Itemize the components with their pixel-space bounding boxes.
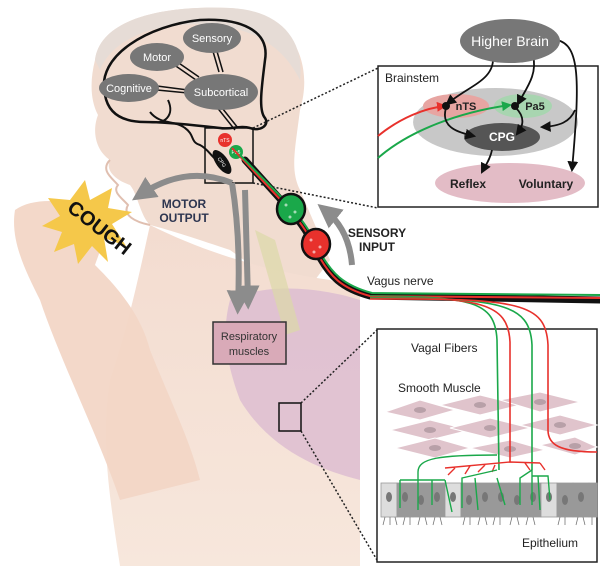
vagus-nerve-label: Vagus nerve (367, 274, 434, 288)
brain-outline (102, 18, 268, 131)
voluntary-label: Voluntary (519, 177, 574, 191)
sensory-input-indicator: SENSORY INPUT (317, 203, 406, 266)
subcortical-node-label: Subcortical (194, 87, 248, 99)
pa5-region (494, 94, 552, 118)
motor-output-label-2: OUTPUT (159, 211, 209, 225)
smooth-muscle-label: Smooth Muscle (398, 381, 481, 395)
epithelium-label: Epithelium (522, 536, 578, 550)
airway-inset: Vagal Fibers Smooth Muscle Epithelium (369, 295, 599, 563)
respiratory-muscles: Respiratory muscles (212, 321, 287, 365)
face-profile (105, 159, 151, 226)
airway-locator-box (278, 402, 302, 432)
cough-star-icon (42, 180, 132, 264)
subcortical-node (184, 74, 258, 110)
higher-brain-node (460, 19, 560, 63)
red-afferent-in (377, 101, 447, 137)
output-region (435, 163, 585, 203)
sensory-node-label: Sensory (192, 33, 233, 45)
epithelial-nuclei (386, 492, 584, 505)
airway-zoom-line-top (300, 329, 378, 404)
epithelial-cilia (382, 516, 593, 526)
smooth-muscle-nuclei (414, 399, 581, 452)
green-afferent-in (377, 101, 512, 159)
higher-brain-label: Higher Brain (471, 33, 549, 49)
arm-hand-shape (14, 200, 200, 500)
motor-output-label-1: MOTOR (162, 197, 207, 211)
airway-zoom-line-bottom (300, 430, 378, 561)
brainstem-title: Brainstem (385, 71, 439, 85)
red-fiber-branches (444, 461, 546, 476)
cortex-descending-path (149, 111, 226, 166)
sensory-input-label-2: INPUT (359, 240, 396, 254)
brainstem-connector (149, 99, 172, 124)
mini-nts-label: nTS (220, 138, 230, 144)
pa5-label: Pa5 (525, 101, 545, 113)
nts-label: nTS (456, 101, 477, 113)
cognitive-node (99, 74, 159, 102)
reflex-label: Reflex (450, 177, 486, 191)
cpg-label: CPG (489, 130, 515, 144)
hb-to-pa5 (517, 55, 535, 106)
mini-nts-node (218, 133, 232, 147)
ganglion-cell-dots (284, 203, 322, 254)
sensory-input-arrow (317, 203, 355, 266)
vagal-fibers-label: Vagal Fibers (411, 341, 477, 355)
motor-node-label: Motor (143, 52, 171, 64)
human-figure (14, 7, 360, 566)
jugular-ganglion (275, 192, 307, 226)
nodose-ganglion (300, 227, 332, 261)
hair-shape (95, 7, 301, 80)
respiratory-label-1: Respiratory (221, 331, 278, 343)
hb-to-brainstem (539, 109, 576, 132)
pa5-synapse (511, 102, 519, 110)
nts-to-cpg (444, 107, 477, 140)
motor-output-arrows: MOTOR OUTPUT (132, 172, 260, 315)
cpg-to-reflex (481, 149, 493, 174)
sensory-input-label-1: SENSORY (348, 226, 406, 240)
brain-network: Sensory Motor Cognitive Subcortical (99, 18, 268, 166)
mini-cpg-label: CPG (216, 156, 227, 168)
vagal-fiber-green-1 (369, 295, 500, 471)
sensory-node (183, 23, 241, 53)
motor-arrow-straight-down (235, 189, 260, 310)
cognitive-to-subcortical (156, 85, 189, 94)
trachea-shape (255, 230, 300, 335)
zoom-line-top (252, 67, 379, 129)
respiratory-label-2: muscles (229, 346, 270, 358)
motor-arrow-to-mouth (132, 172, 234, 201)
vagus-nerve (231, 147, 600, 304)
pa5-to-cpg (515, 107, 527, 136)
brainstem-inset: Brainstem Higher Brain nTS Pa5 CPG Refle… (377, 19, 599, 208)
hb-to-voluntary (556, 39, 579, 173)
vagal-fiber-red-2 (369, 298, 598, 453)
cognitive-node-label: Cognitive (106, 83, 152, 95)
motor-node (130, 43, 184, 71)
nts-synapse (442, 102, 450, 110)
respiratory-muscles-box (212, 321, 287, 365)
airway-locator (278, 329, 378, 561)
mini-cpg-node (212, 150, 232, 174)
green-fiber-branches (399, 454, 551, 513)
hb-to-nts (445, 55, 494, 106)
